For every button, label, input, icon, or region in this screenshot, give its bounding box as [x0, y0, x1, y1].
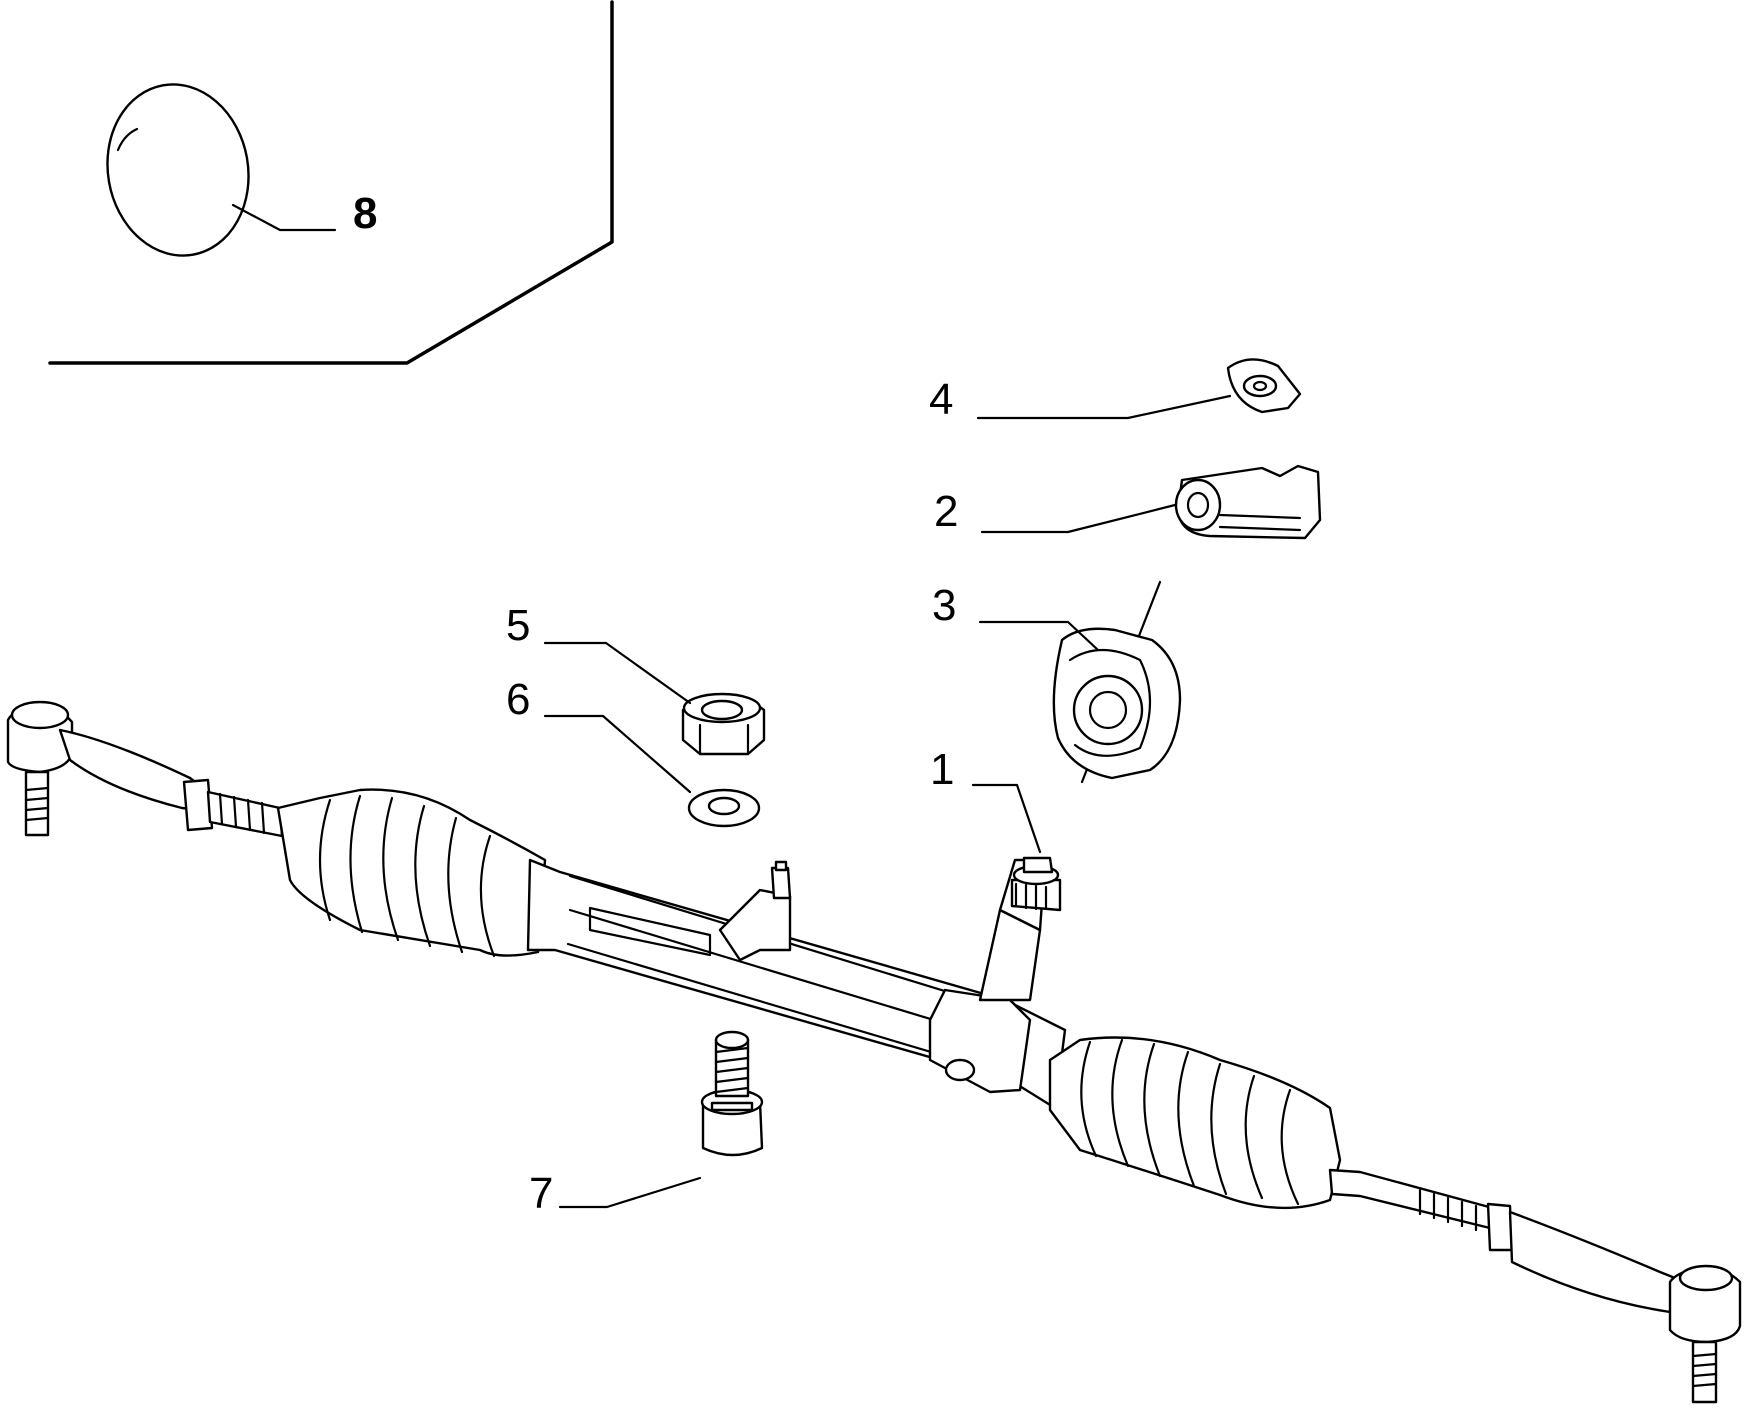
part-1-steering-rack	[6, 700, 1742, 1404]
callout-3: 3	[932, 581, 957, 630]
leader-5	[543, 641, 692, 705]
leader-7	[558, 1176, 702, 1209]
part-7-bolt	[700, 1030, 764, 1157]
part-8-cap-plug	[106, 83, 250, 257]
callout-2: 2	[934, 487, 959, 536]
callout-6: 6	[506, 675, 531, 724]
callout-7: 7	[529, 1169, 554, 1218]
part-3-seal	[1052, 580, 1182, 784]
callout-5: 5	[506, 601, 531, 650]
leader-1	[971, 783, 1042, 854]
part-2-bracket	[1174, 464, 1322, 540]
leader-4	[976, 394, 1232, 420]
leader-6	[543, 714, 692, 794]
callout-8: 8	[353, 189, 378, 238]
leader-8	[231, 203, 337, 232]
part-5-nut	[681, 692, 766, 756]
callout-4: 4	[929, 375, 954, 424]
part-4-clip	[1226, 358, 1302, 414]
callout-1: 1	[930, 745, 955, 794]
inset-frame	[48, 0, 614, 365]
leader-3	[978, 620, 1100, 652]
leader-2	[980, 503, 1177, 534]
part-6-washer	[687, 788, 761, 828]
